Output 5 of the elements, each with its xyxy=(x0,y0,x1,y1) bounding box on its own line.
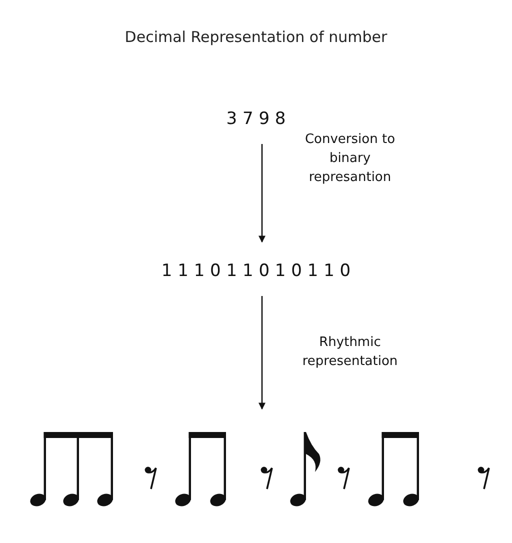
number-text: 3 7 9 8 xyxy=(206,106,306,132)
diagram-title: Decimal Representation of number xyxy=(124,28,388,46)
arrow xyxy=(258,296,266,410)
number-text: 1 1 1 0 1 1 0 1 0 1 1 0 xyxy=(136,258,376,284)
arrow xyxy=(258,144,266,243)
